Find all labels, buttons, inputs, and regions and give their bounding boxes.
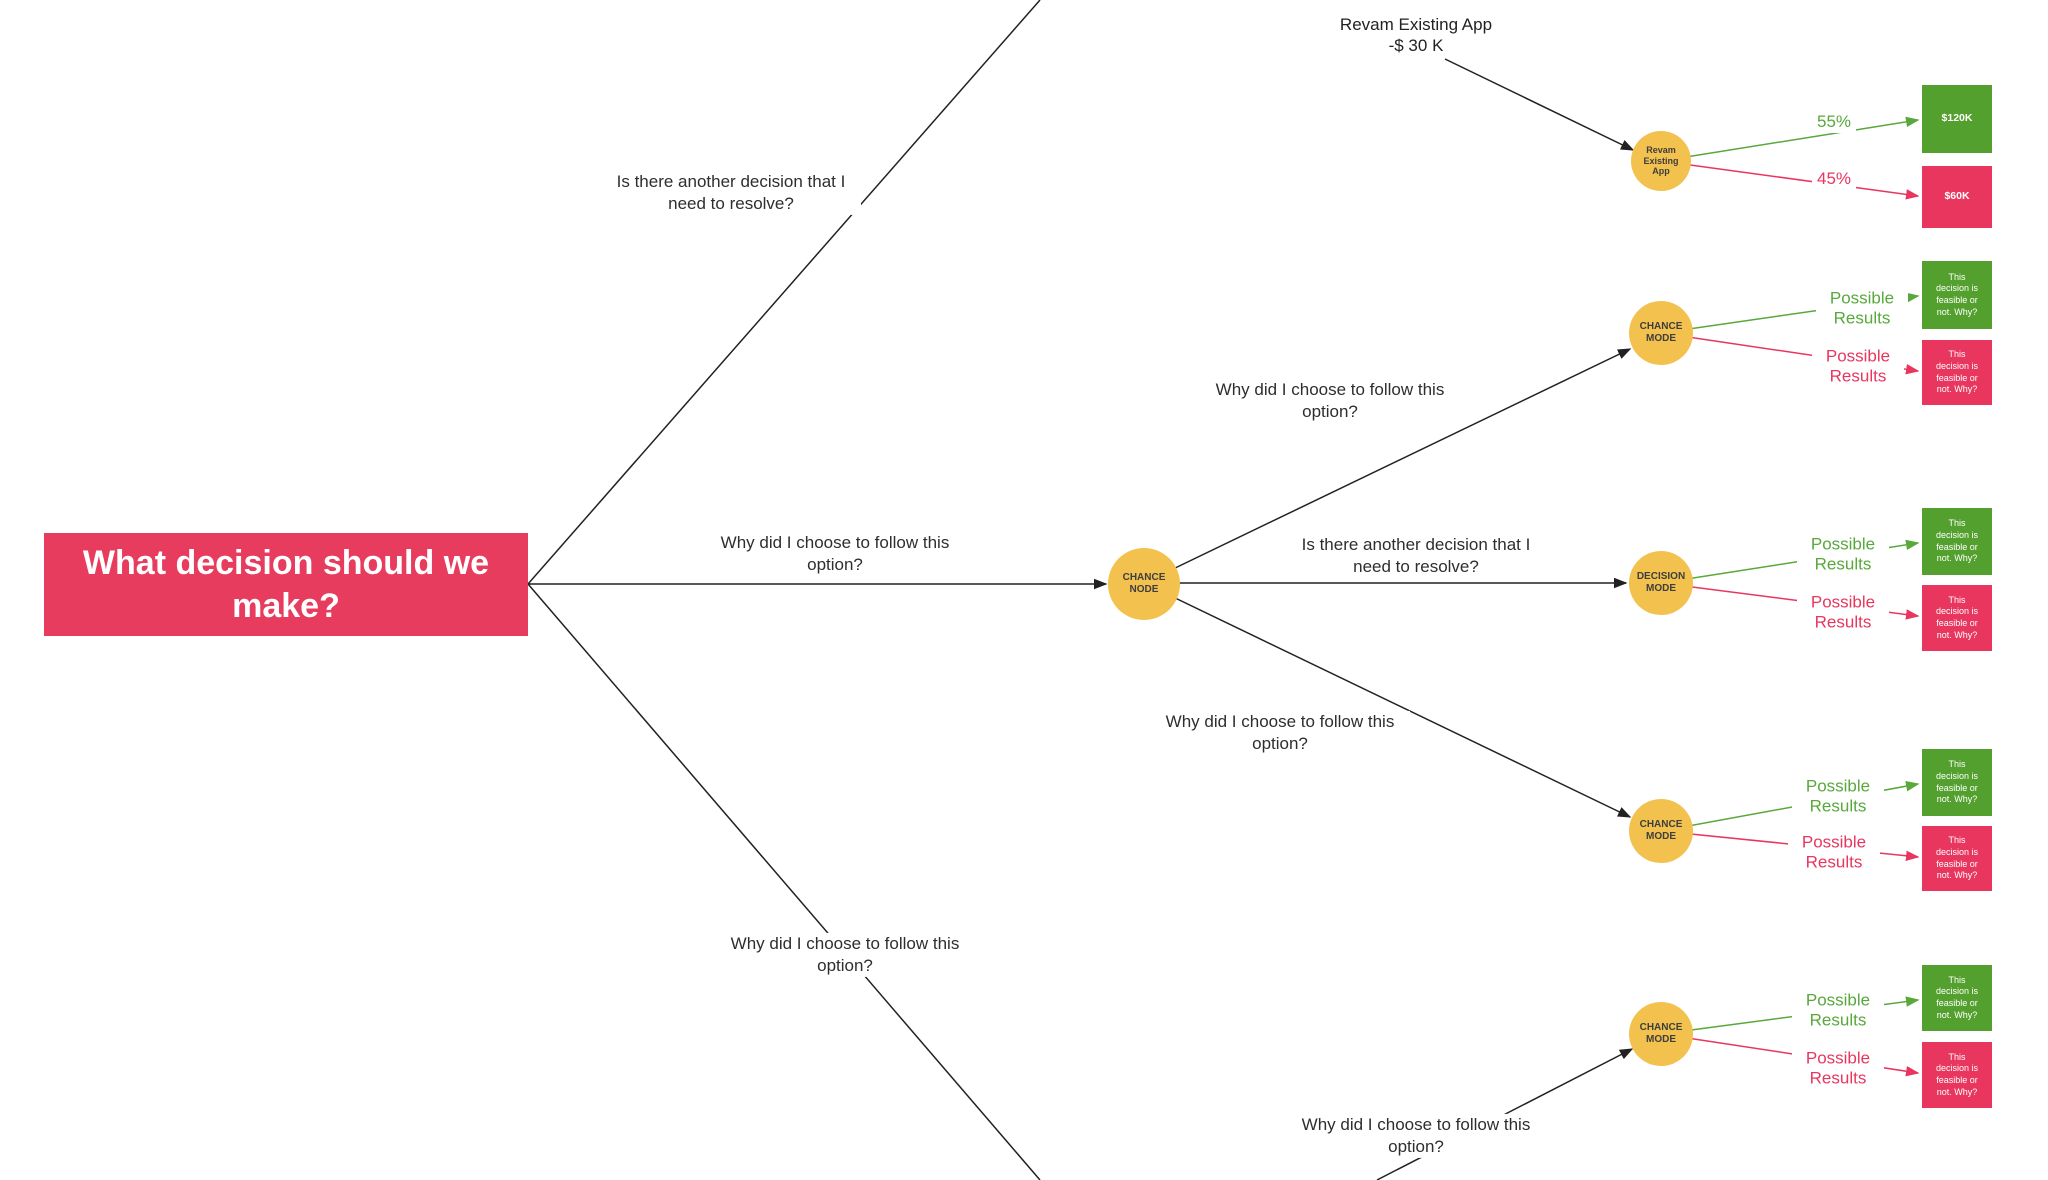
feasible-box-red-4[interactable]: This decision is feasible or not. Why?: [1922, 1042, 1992, 1108]
possible-results-red-2: Possible Results: [1797, 591, 1889, 633]
revamp-note-line1: Revam Existing App: [1339, 14, 1493, 34]
feasible-box-green-2[interactable]: This decision is feasible or not. Why?: [1922, 508, 1992, 575]
revamp-note-line2: -$ 30 K: [1388, 36, 1444, 55]
edge-chance-to-top-mode: [1143, 348, 1632, 584]
root-question-node[interactable]: What decision should we make?: [44, 533, 528, 636]
possible-results-green-1: Possible Results: [1816, 287, 1908, 329]
payoff-box-120k[interactable]: $120K: [1922, 85, 1992, 153]
edge-label-why-option-mid-right: Why did I choose to follow this option?: [1150, 710, 1410, 756]
edge-to-revamp-node: [1444, 58, 1635, 151]
edge-label-why-option-top-right: Why did I choose to follow this option?: [1200, 378, 1460, 424]
payoff-box-60k[interactable]: $60K: [1922, 166, 1992, 228]
edge-root-to-top: [527, 0, 1041, 585]
revamp-existing-app-circle[interactable]: Revam Existing App: [1631, 131, 1691, 191]
possible-results-red-1: Possible Results: [1812, 345, 1904, 387]
probability-label-45: 45%: [1811, 168, 1857, 190]
edge-revamp-win: [1660, 116, 1920, 162]
chance-mode-mid-circle[interactable]: CHANCE MODE: [1629, 799, 1693, 863]
feasible-box-red-2[interactable]: This decision is feasible or not. Why?: [1922, 585, 1992, 651]
feasible-box-red-3[interactable]: This decision is feasible or not. Why?: [1922, 826, 1992, 891]
decision-mode-circle[interactable]: DECISION MODE: [1629, 551, 1693, 615]
possible-results-green-4: Possible Results: [1792, 989, 1884, 1031]
possible-results-red-3: Possible Results: [1788, 831, 1880, 873]
possible-results-green-2: Possible Results: [1797, 533, 1889, 575]
chance-mode-bottom-circle[interactable]: CHANCE MODE: [1629, 1002, 1693, 1066]
feasible-box-green-4[interactable]: This decision is feasible or not. Why?: [1922, 965, 1992, 1031]
edge-label-another-decision-top: Is there another decision that I need to…: [601, 170, 861, 216]
edge-revamp-lose: [1660, 160, 1920, 200]
revamp-branch-note: Revam Existing App -$ 30 K: [1266, 14, 1566, 57]
possible-results-green-3: Possible Results: [1792, 775, 1884, 817]
possible-results-red-4: Possible Results: [1792, 1047, 1884, 1089]
feasible-box-green-1[interactable]: This decision is feasible or not. Why?: [1922, 261, 1992, 329]
edge-label-why-option-bottom-right: Why did I choose to follow this option?: [1286, 1113, 1546, 1159]
edge-label-another-decision-mid: Is there another decision that I need to…: [1286, 533, 1546, 579]
feasible-box-green-3[interactable]: This decision is feasible or not. Why?: [1922, 749, 1992, 816]
edge-chance-to-mid-mode: [1143, 582, 1632, 818]
edge-label-why-option-left: Why did I choose to follow this option?: [705, 531, 965, 577]
chance-node-circle[interactable]: CHANCE NODE: [1108, 548, 1180, 620]
feasible-box-red-1[interactable]: This decision is feasible or not. Why?: [1922, 340, 1992, 405]
edge-root-to-bottom: [527, 583, 1041, 1180]
probability-label-55: 55%: [1811, 111, 1857, 133]
edge-label-why-option-bottom-left: Why did I choose to follow this option?: [715, 932, 975, 978]
chance-mode-top-circle[interactable]: CHANCE MODE: [1629, 301, 1693, 365]
